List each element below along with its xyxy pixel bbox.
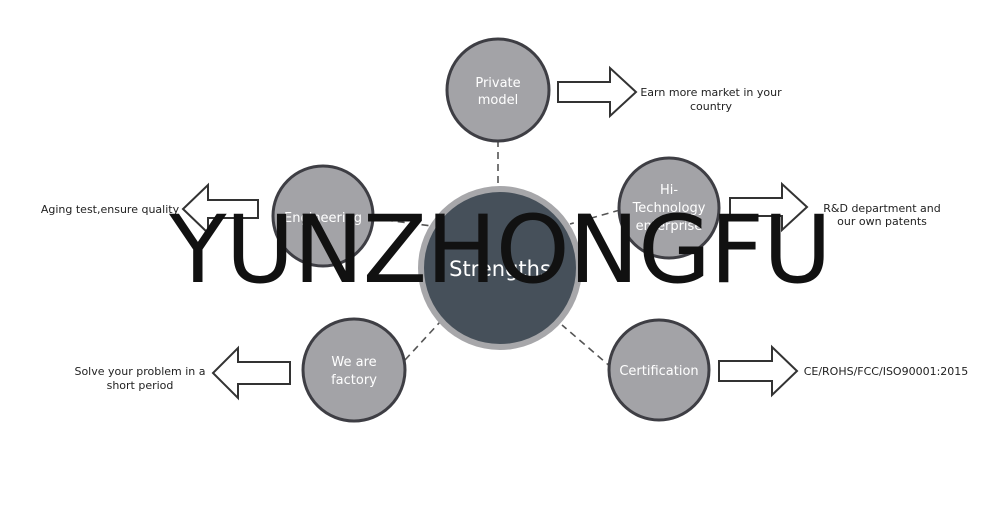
note-hi-technology-line: our own patents bbox=[837, 215, 927, 228]
arrow-right-icon bbox=[729, 181, 809, 233]
center-node: Strengths bbox=[418, 186, 582, 350]
node-certification: Certification bbox=[607, 318, 711, 422]
connector-certification bbox=[561, 324, 613, 369]
note-private-model-line: Earn more market in your bbox=[640, 86, 782, 99]
connector-we-are-factory bbox=[404, 321, 441, 361]
note-factory-line: short period bbox=[107, 379, 174, 392]
node-label-line: Technology bbox=[632, 201, 706, 216]
note-private-model-line: country bbox=[690, 100, 733, 113]
node-label-line: model bbox=[478, 93, 518, 108]
arrows bbox=[181, 65, 809, 401]
note-hi-technology-line: R&D department and bbox=[823, 202, 940, 215]
node-circle bbox=[445, 37, 551, 143]
note-factory-line: Solve your problem in a bbox=[74, 365, 205, 378]
node-label-line: We are bbox=[331, 355, 376, 370]
note-engineering-line: Aging test,ensure quality bbox=[41, 203, 180, 216]
node-label-line: factory bbox=[331, 373, 377, 388]
arrow-right-icon bbox=[557, 65, 638, 119]
node-label-line: enterprise bbox=[636, 219, 703, 234]
node-label-line: Hi- bbox=[660, 183, 678, 198]
node-circle bbox=[271, 164, 375, 268]
note-certification-line: CE/ROHS/FCC/ISO90001:2015 bbox=[804, 365, 969, 378]
node-circle bbox=[301, 317, 407, 423]
arrow-right-icon bbox=[718, 344, 799, 398]
node-hi-technology: Hi- Technology enterprise bbox=[617, 156, 721, 260]
connector-hi-technology bbox=[569, 209, 621, 225]
node-private-model: Private model bbox=[445, 37, 551, 143]
node-label-line: Certification bbox=[619, 364, 698, 379]
side-notes: Earn more market in your country Aging t… bbox=[41, 86, 968, 392]
node-label-line: Engineering bbox=[284, 211, 362, 226]
arrow-left-icon bbox=[211, 345, 291, 401]
watermark: YUNZHONGFU bbox=[169, 196, 832, 305]
center-label: Strengths bbox=[449, 257, 551, 281]
connectors bbox=[361, 140, 621, 369]
node-we-are-factory: We are factory bbox=[301, 317, 407, 423]
node-circle bbox=[617, 156, 721, 260]
center-circle bbox=[424, 192, 576, 344]
node-label-line: Private bbox=[475, 76, 520, 91]
node-engineering: Engineering bbox=[271, 164, 375, 268]
node-circle bbox=[607, 318, 711, 422]
arrow-left-icon bbox=[181, 182, 259, 236]
